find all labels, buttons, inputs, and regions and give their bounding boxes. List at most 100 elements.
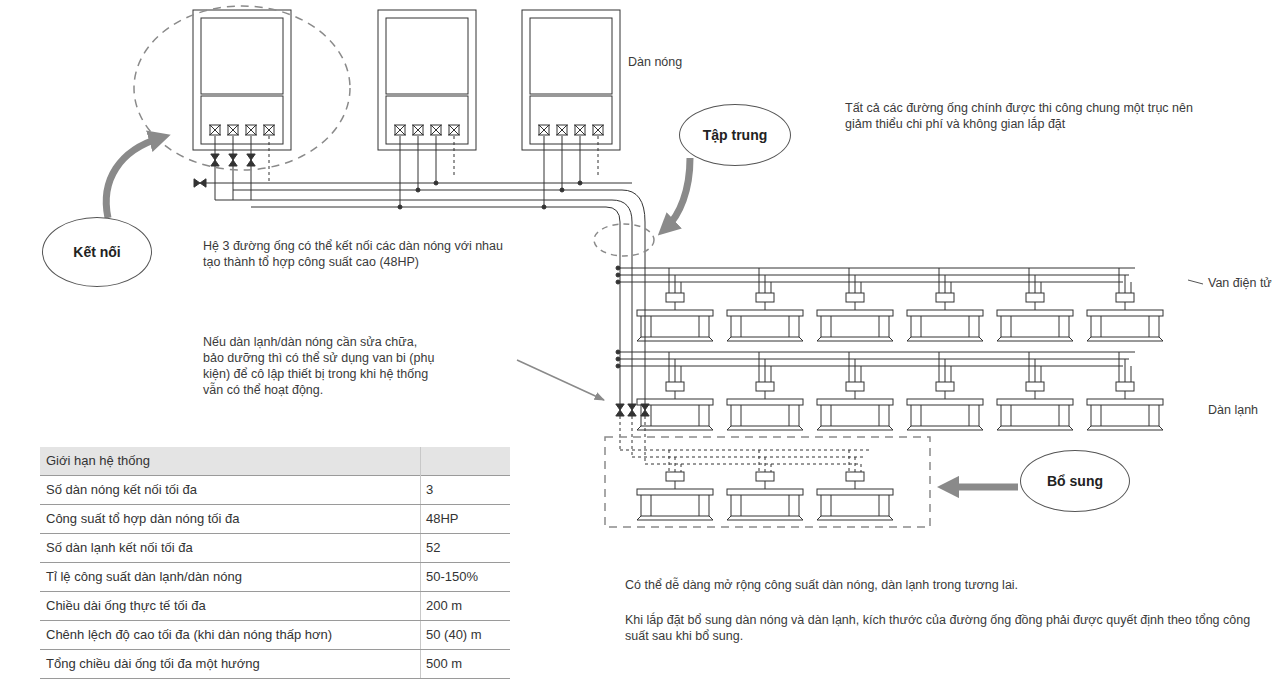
pipe-line [251, 207, 606, 208]
electronic-valve [666, 472, 684, 481]
callout-circle: Bổ sung [1020, 450, 1130, 512]
note-text: Khi lắp đặt bổ sung dàn nóng và dàn lạnh… [625, 612, 1255, 644]
table-cell: Giới hạn hệ thống [40, 447, 420, 476]
pipe-line [681, 282, 682, 293]
pipe-line [945, 275, 946, 293]
pipe-line [544, 136, 545, 207]
service-valve [245, 125, 257, 135]
leader-arrow [517, 360, 604, 400]
pipe-line [1131, 366, 1132, 382]
indoor-unit [817, 310, 893, 316]
table-cell: 500 m [420, 650, 510, 679]
indoor-unit [907, 316, 983, 341]
pipe-line [1125, 302, 1126, 310]
indoor-unit [727, 399, 803, 405]
pipe-line [939, 352, 940, 382]
pipe-line [618, 352, 1135, 353]
pipe-line [454, 136, 455, 176]
electronic-valve [846, 472, 864, 481]
electronic-valve [936, 293, 954, 302]
pipe-line [939, 268, 940, 293]
outdoor-unit-panel [201, 96, 283, 144]
indoor-unit [817, 489, 893, 495]
indoor-unit [907, 405, 983, 430]
indoor-unit [907, 399, 983, 405]
pipe-line [1125, 275, 1126, 293]
table-cell: Chiều dài ống thực tế tối đa [40, 592, 420, 621]
pipe-line [861, 282, 862, 293]
pipe-line [606, 207, 620, 410]
pipe-line [632, 416, 633, 457]
ball-valve [229, 154, 237, 166]
indoor-unit [997, 399, 1073, 405]
indoor-unit [817, 316, 893, 341]
pipe-line [765, 391, 766, 399]
part-label: Dàn lạnh [1208, 402, 1258, 418]
electronic-valve [756, 293, 774, 302]
pipe-joint [434, 181, 438, 185]
pipe-line [618, 366, 1123, 367]
part-label: Van điện tử [1208, 275, 1272, 291]
pipe-line [765, 457, 766, 472]
pipe-line [849, 268, 850, 293]
pipe-line [855, 481, 856, 489]
note-text: Tất cả các đường ống chính được thi công… [845, 100, 1215, 132]
pipe-joint [560, 188, 564, 192]
ball-valve [616, 404, 624, 416]
pipe-line [681, 366, 682, 382]
ball-valve [641, 404, 649, 416]
pipe-line [861, 464, 862, 472]
pipe-line [951, 282, 952, 293]
service-valve [209, 125, 221, 135]
indoor-unit [817, 405, 893, 430]
indoor-unit [997, 310, 1073, 316]
indoor-unit [637, 489, 713, 495]
pipe-joint [616, 273, 620, 277]
table-cell: Công suất tổ hợp dàn nóng tối đa [40, 505, 420, 534]
electronic-valve [1116, 382, 1134, 391]
table-cell: Tổng chiều dài ống tối đa một hướng [40, 650, 420, 679]
indoor-unit [1087, 316, 1163, 341]
pipe-line [855, 275, 856, 293]
pipe-line [618, 282, 1123, 283]
ball-valve [247, 154, 255, 166]
pipe-line [765, 302, 766, 310]
pipe-line [436, 136, 437, 183]
service-valve [430, 125, 442, 135]
outdoor-unit-panel [386, 96, 468, 144]
pipe-line [759, 450, 760, 472]
indoor-unit [727, 489, 803, 495]
electronic-valve [846, 293, 864, 302]
table-cell: 48HP [420, 505, 510, 534]
callout-text: Tập trung [703, 127, 768, 143]
table-cell: 3 [420, 476, 510, 505]
pipe-joint [616, 280, 620, 284]
expansion-box [605, 437, 930, 527]
electronic-valve [666, 293, 684, 302]
pipe-line [759, 352, 760, 382]
pipe-line [580, 136, 581, 183]
outdoor-unit-panel [530, 18, 612, 94]
outdoor-unit-panel [386, 18, 468, 94]
highlight-circle [134, 6, 350, 170]
indoor-unit [637, 310, 713, 316]
indoor-unit [637, 405, 713, 430]
service-valve [412, 125, 424, 135]
leader-line [1188, 280, 1203, 284]
electronic-valve [936, 382, 954, 391]
pipe-line [418, 136, 419, 190]
pipe-line [1041, 366, 1042, 382]
pipe-line [945, 302, 946, 310]
service-valve [448, 125, 460, 135]
pipe-line [849, 352, 850, 382]
indoor-unit [727, 495, 803, 520]
callout-text: Bổ sung [1047, 473, 1103, 489]
pipe-line [765, 481, 766, 489]
callout-circle: Kết nối [42, 217, 152, 287]
pipe-joint [616, 266, 620, 270]
pipe-line [669, 352, 670, 382]
pipe-line [951, 366, 952, 382]
pipe-line [400, 136, 401, 207]
outdoor-unit [378, 10, 476, 150]
pipe-line [1131, 282, 1132, 293]
